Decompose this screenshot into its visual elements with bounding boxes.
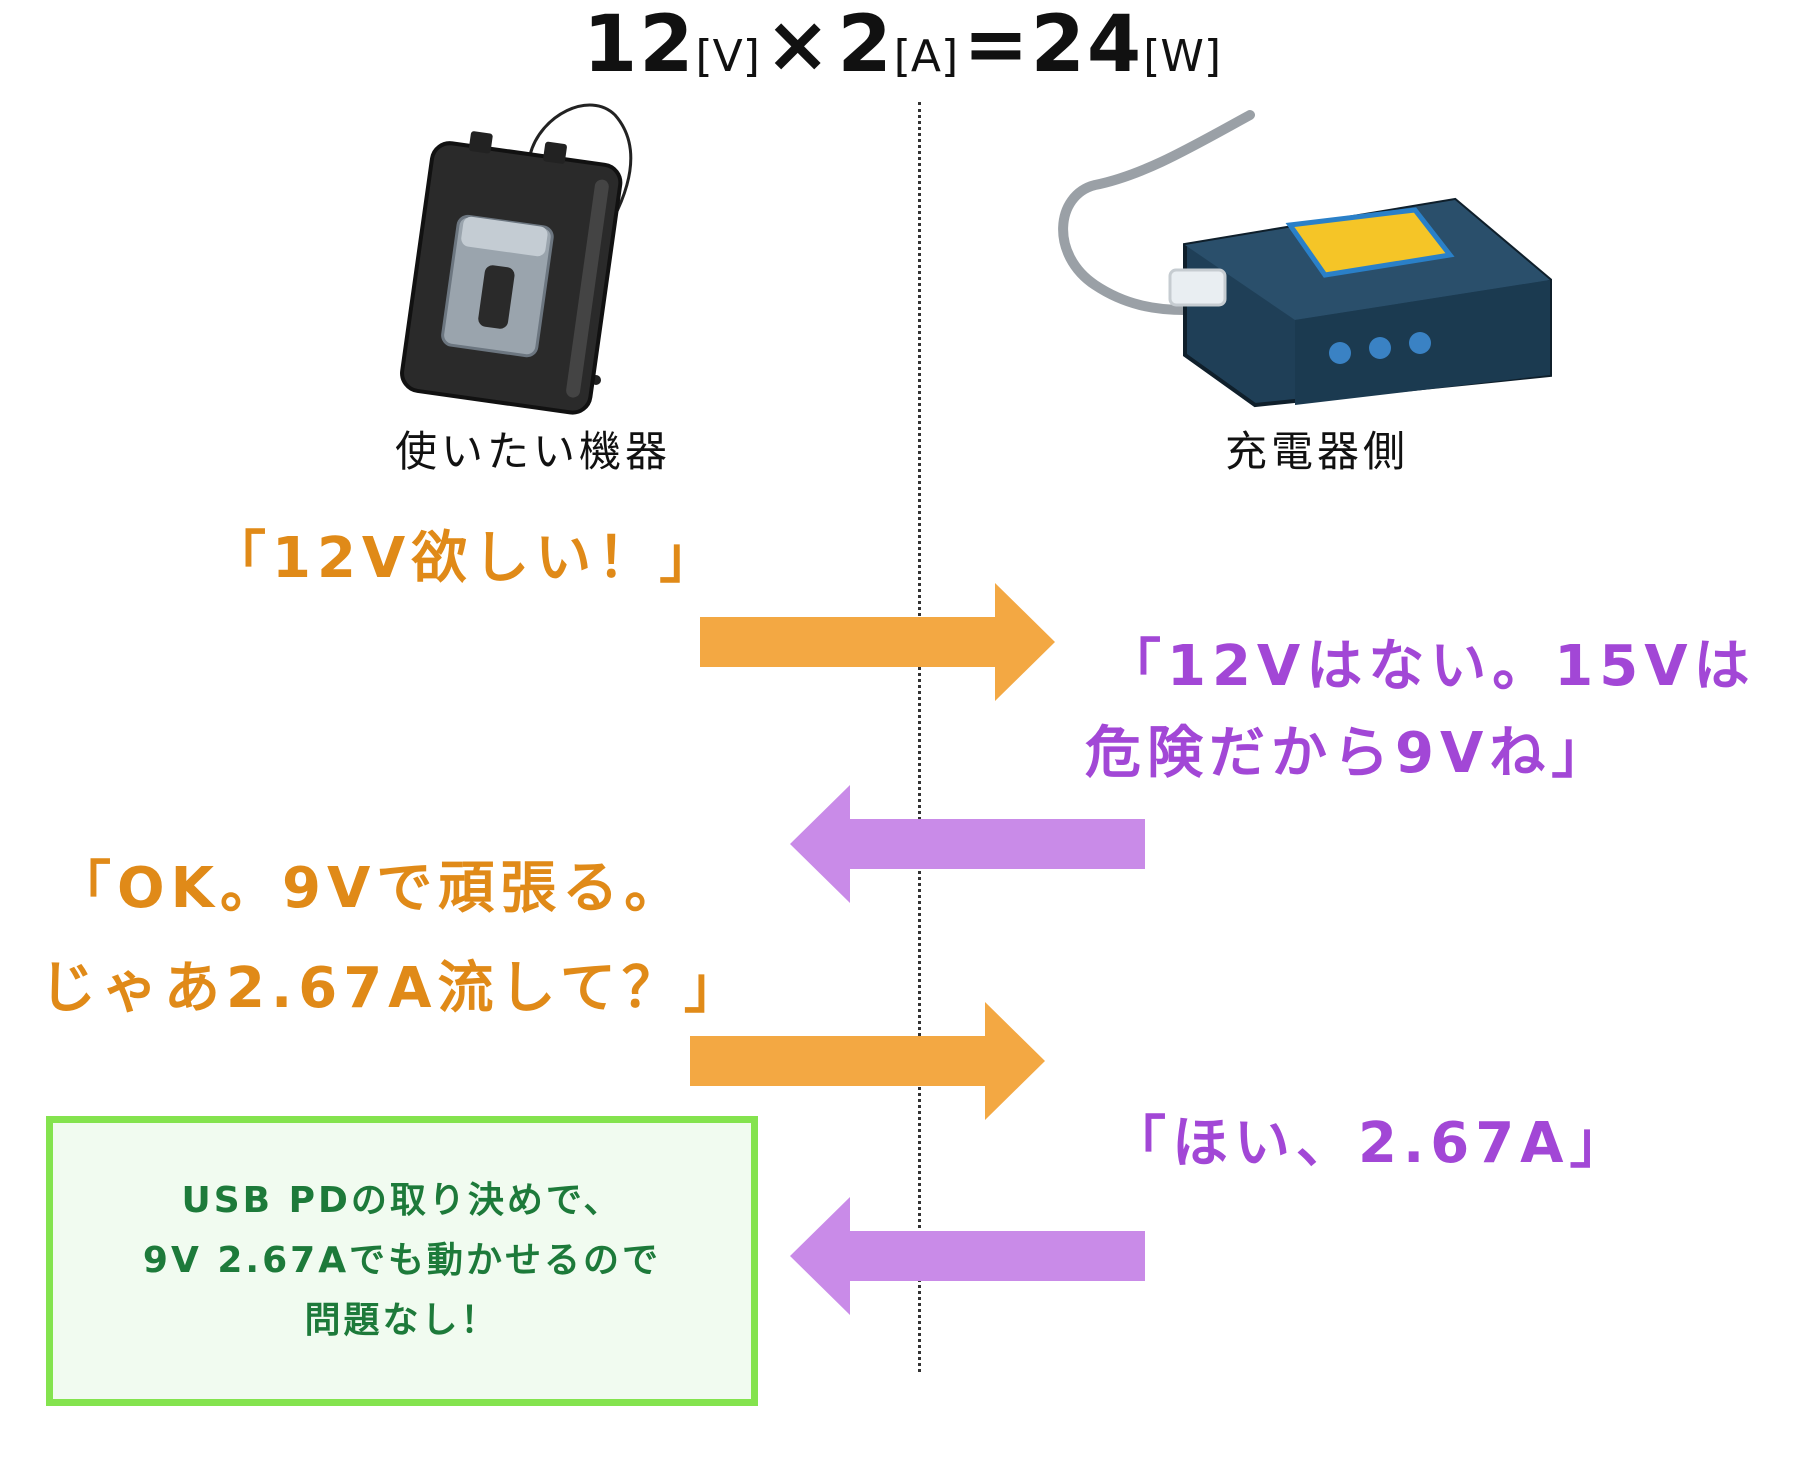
charger-reply-line2: 危険だから9Vね」 xyxy=(1085,721,1614,786)
device-ok-line1: 「OK。9Vで頑張る。 xyxy=(55,856,687,921)
charger-label: 充電器側 xyxy=(1225,427,1410,476)
arrow-left-2 xyxy=(790,1197,1145,1315)
arrow-right-1 xyxy=(700,583,1055,701)
portable-device-icon xyxy=(400,103,633,415)
formula-voltage: 12 xyxy=(582,0,696,90)
formula-current-unit: [A] xyxy=(893,31,959,82)
usb-pd-note: USB PDの取り決めで、 9V 2.67Aでも動かせるので 問題なし！ xyxy=(46,1116,758,1406)
charger-icon xyxy=(1058,110,1552,408)
arrow-right-2 xyxy=(690,1002,1045,1120)
device-ok-line2: じゃあ2.67A流して？」 xyxy=(40,956,746,1021)
charger-reply-line1: 「12Vはない。15Vは xyxy=(1105,634,1756,699)
arrow-left-1 xyxy=(790,785,1145,903)
note-line2: 9V 2.67Aでも動かせるので xyxy=(142,1240,662,1281)
formula-times: × xyxy=(765,0,833,90)
device-label: 使いたい機器 xyxy=(395,427,672,476)
note-line3: 問題なし！ xyxy=(304,1300,500,1341)
formula-current: 2 xyxy=(837,0,894,90)
device-request-text: 「12V欲しい！」 xyxy=(210,526,722,591)
power-formula: 12[V] × 2[A] =24[W] xyxy=(0,0,1804,100)
charger-ok-text: 「ほい、2.67A」 xyxy=(1110,1111,1632,1176)
formula-voltage-unit: [V] xyxy=(695,31,760,82)
formula-result: =24 xyxy=(963,0,1144,90)
formula-result-unit: [W] xyxy=(1143,31,1222,82)
center-divider xyxy=(918,102,921,1372)
note-line1: USB PDの取り決めで、 xyxy=(181,1180,623,1221)
